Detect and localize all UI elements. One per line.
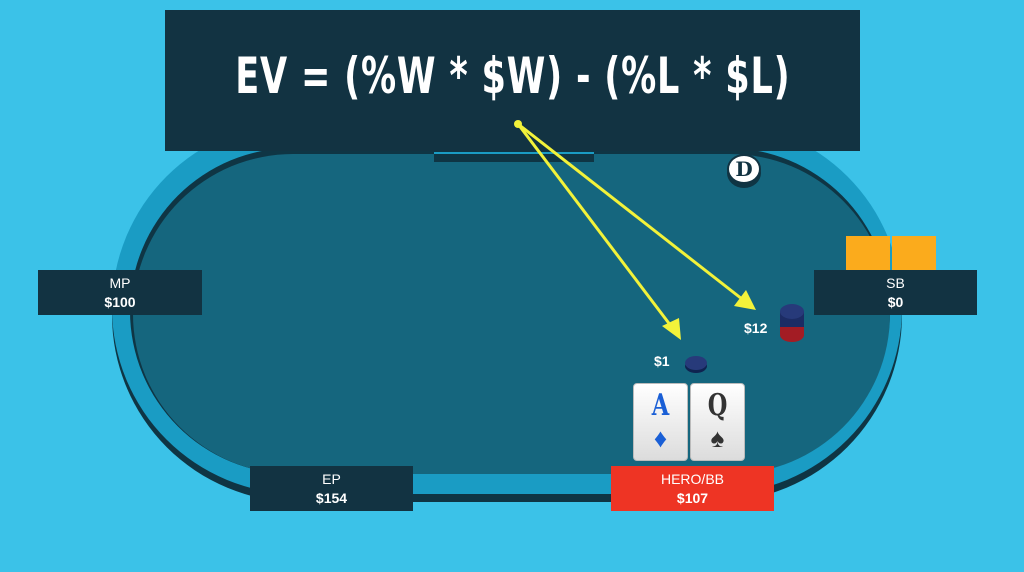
dealer-button-icon: D (727, 154, 761, 184)
hero-chip-icon (684, 356, 708, 374)
seat-position-label: MP (109, 274, 131, 291)
arrow-head-icon (662, 318, 681, 340)
seat-stack: $107 (676, 489, 709, 506)
seat-position-label: HERO/BB (660, 470, 724, 487)
card-rank: A (651, 388, 670, 423)
table-felt (133, 154, 890, 474)
seat-sb[interactable]: SB $0 (814, 270, 977, 315)
hero-bet-amount: $1 (654, 353, 670, 369)
seat-hero[interactable]: HERO/BB $107 (611, 466, 774, 511)
seat-mp[interactable]: MP $100 (38, 270, 202, 315)
hero-card-1: A ♦ (633, 383, 688, 461)
ev-formula: EV = (%W * $W) - (%L * $L) (234, 46, 791, 105)
sb-chip-stack-icon (779, 304, 805, 346)
card-rank: Q (707, 388, 728, 423)
formula-banner: EV = (%W * $W) - (%L * $L) (165, 10, 860, 151)
spade-suit-icon: ♠ (710, 423, 725, 453)
arrow-to-hero-bet (516, 123, 676, 331)
sb-folded-card-left (846, 236, 890, 270)
seat-position-label: EP (322, 470, 341, 487)
table-dealer-slot (434, 152, 594, 162)
arrow-head-icon (734, 290, 756, 310)
arrow-to-sb-bet (517, 122, 743, 301)
diamond-suit-icon: ♦ (653, 423, 668, 453)
seat-position-label: SB (886, 274, 905, 291)
seat-stack: $154 (315, 489, 348, 506)
sb-bet-amount: $12 (744, 320, 768, 336)
seat-stack: $100 (104, 293, 136, 310)
sb-folded-card-right (892, 236, 936, 270)
seat-ep[interactable]: EP $154 (250, 466, 413, 511)
hero-card-2: Q ♠ (690, 383, 745, 461)
seat-stack: $0 (887, 293, 904, 310)
